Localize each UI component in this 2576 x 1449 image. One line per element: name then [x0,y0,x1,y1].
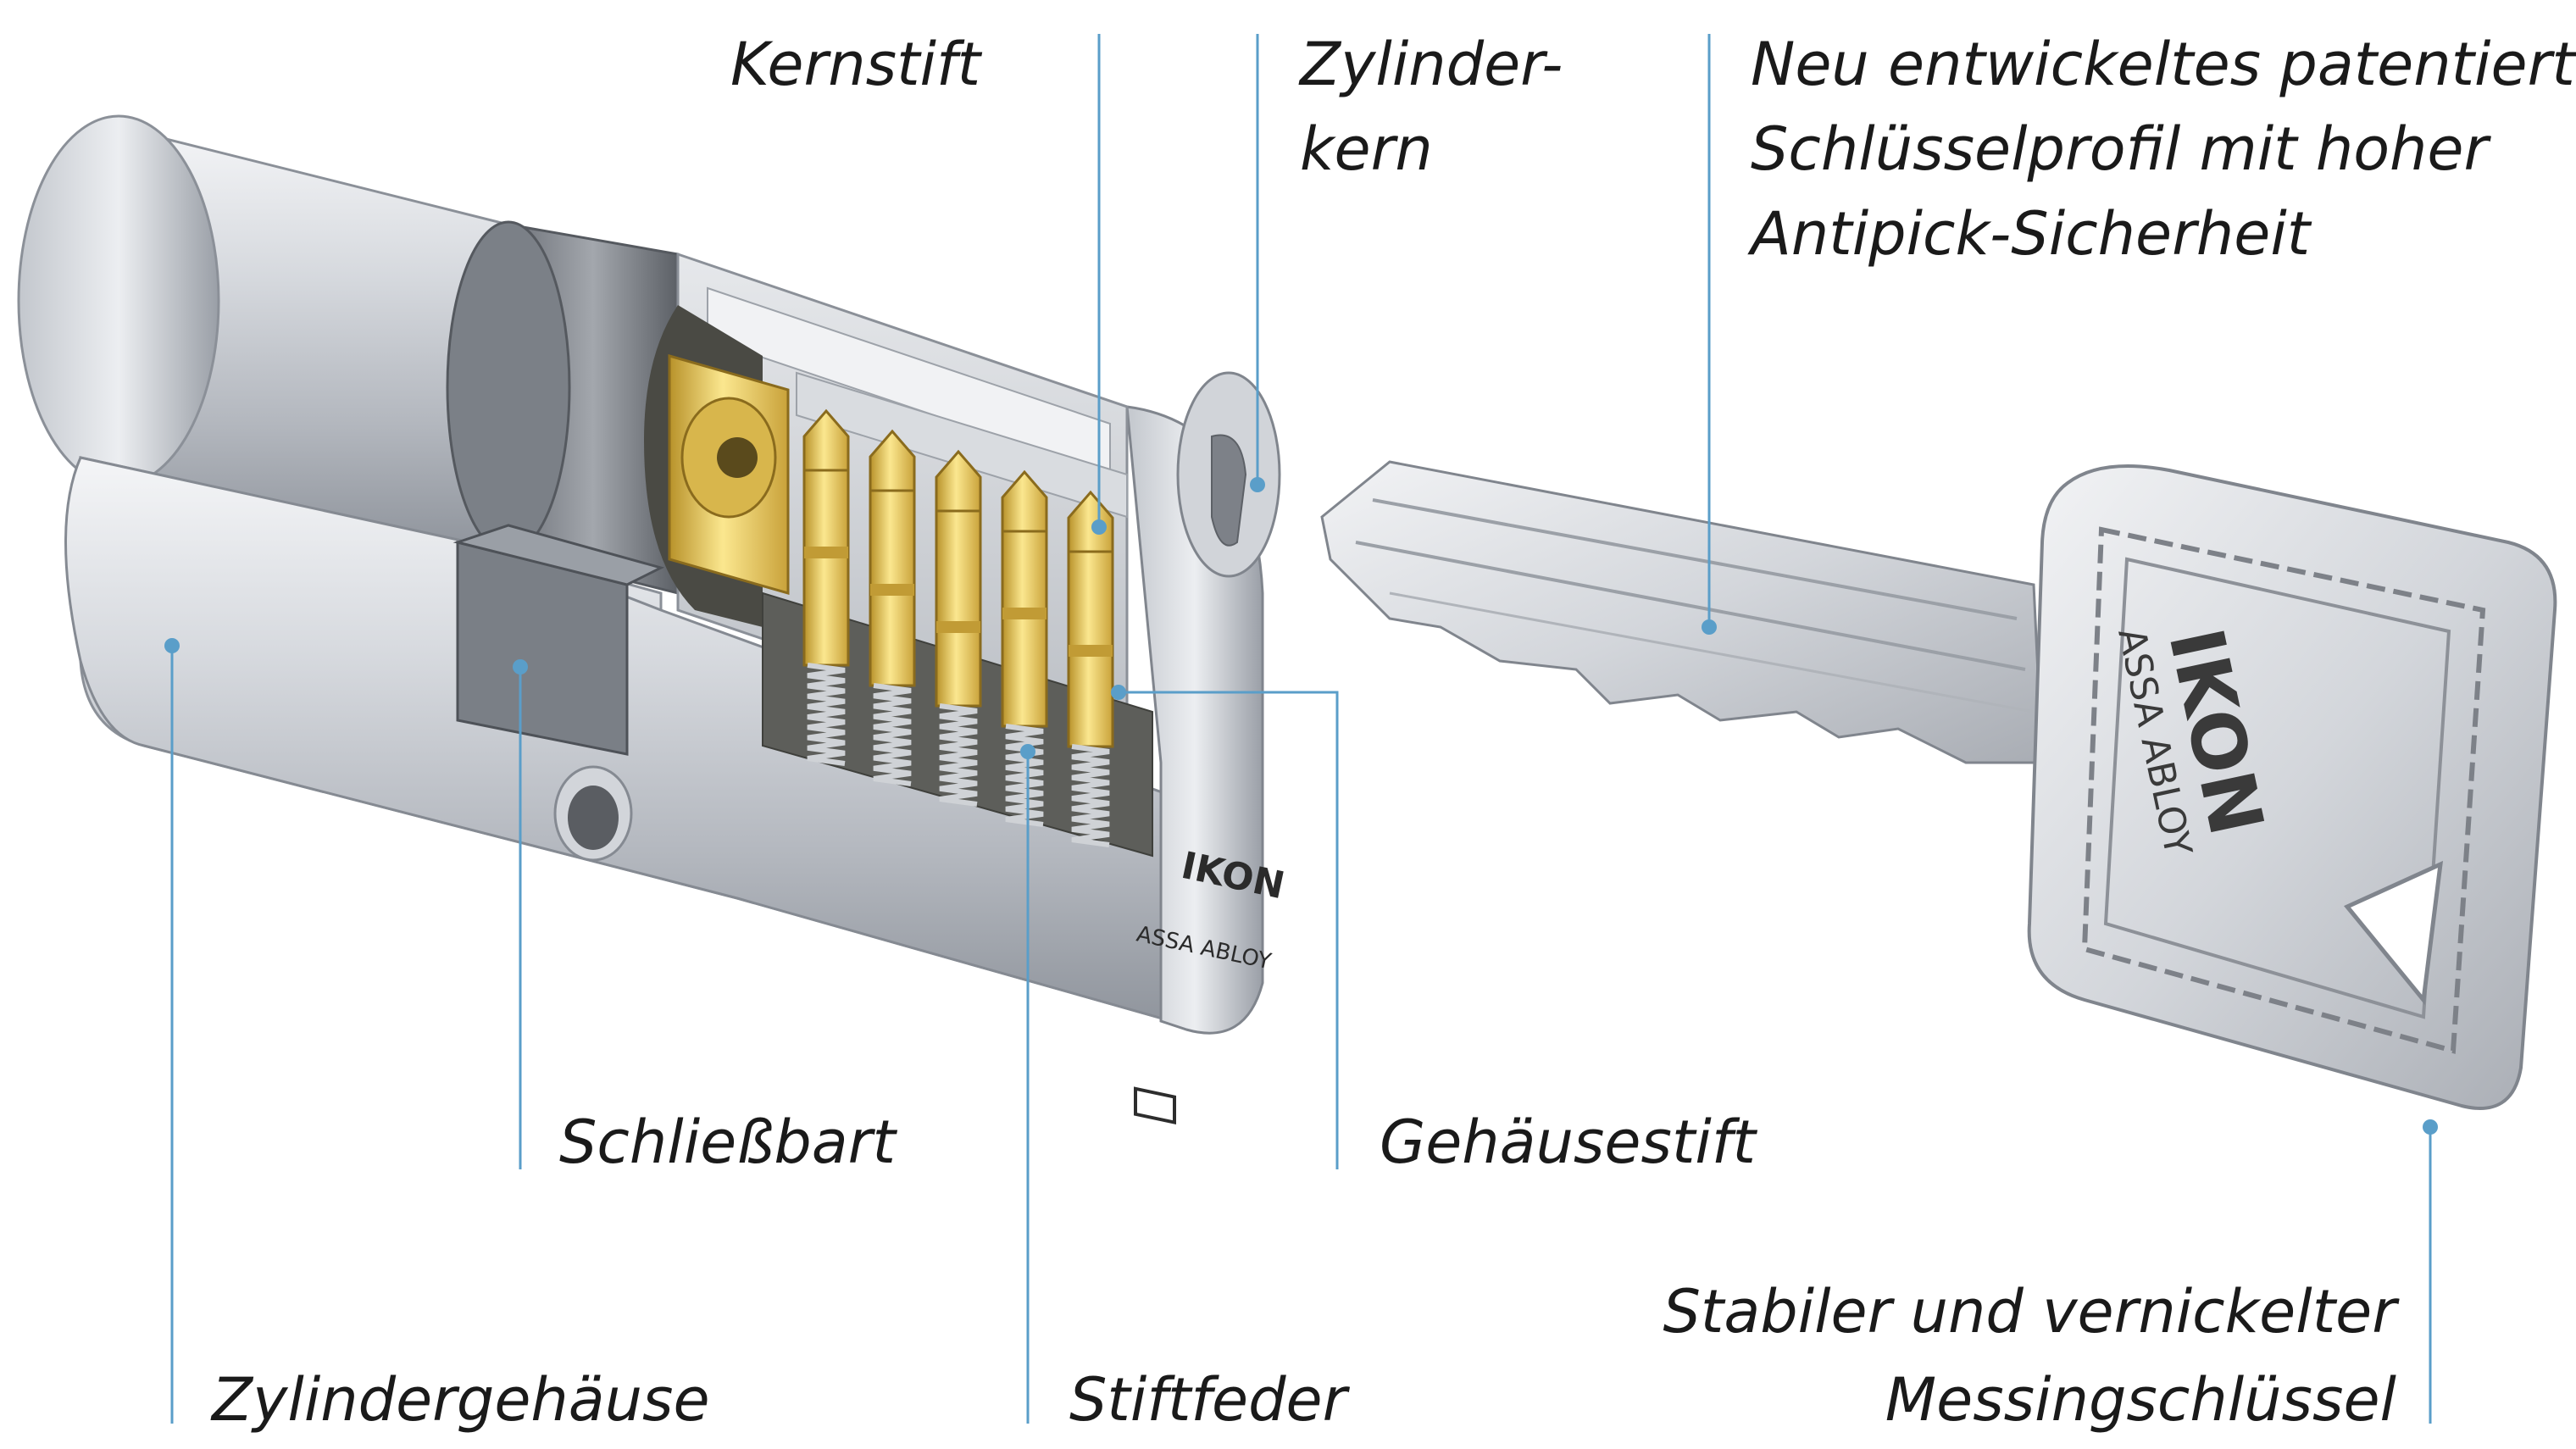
key: IKON ASSA ABLOY [1320,460,2557,1110]
pin-stack [802,408,1114,847]
lock-cylinder: IKON ASSA ABLOY [17,114,1288,1125]
body-pin [802,469,850,667]
body-pin [1001,530,1048,728]
label-zylindergehaeuse: Zylindergehäuse [212,1365,710,1435]
pin-2 [869,429,916,786]
pin-4 [1001,469,1048,827]
pin-spring [807,663,846,766]
label-profil-line3: Antipick-Sicherheit [1751,199,2311,269]
label-schluessel-line2: Messingschlüssel [1885,1365,2396,1435]
label-schluessel-line1: Stabiler und vernickelter [1663,1277,2396,1346]
label-gehaeusestift: Gehäusestift [1380,1108,1756,1177]
pin-groove [870,584,914,596]
pin-groove [936,621,980,633]
label-kernstift: Kernstift [730,30,981,99]
pin-spring [873,683,912,786]
pin-3 [935,449,982,807]
label-stiftfeder: Stiftfeder [1069,1365,1347,1435]
label-zylinderkern-line2: kern [1300,114,1433,184]
label-schliessbart: Schließbart [559,1108,896,1177]
pin-5 [1067,490,1114,847]
pin-groove [804,547,848,558]
leader-gehaeusestift [1119,691,1339,1169]
pin-spring [1071,744,1110,847]
label-profil-line1: Neu entwickeltes patentiertes [1751,30,2576,99]
leader-lines [170,34,2432,1424]
pin-1 [802,408,850,766]
pin-groove [1002,608,1046,619]
pin-groove [1069,645,1113,657]
label-zylinderkern-line1: Zylinder- [1300,30,1563,99]
leader-dots [164,477,2438,1135]
label-profil-line2: Schlüsselprofil mit hoher [1751,114,2489,184]
pin-spring [939,703,978,807]
body-pin [935,509,982,708]
pin-spring [1005,724,1044,827]
